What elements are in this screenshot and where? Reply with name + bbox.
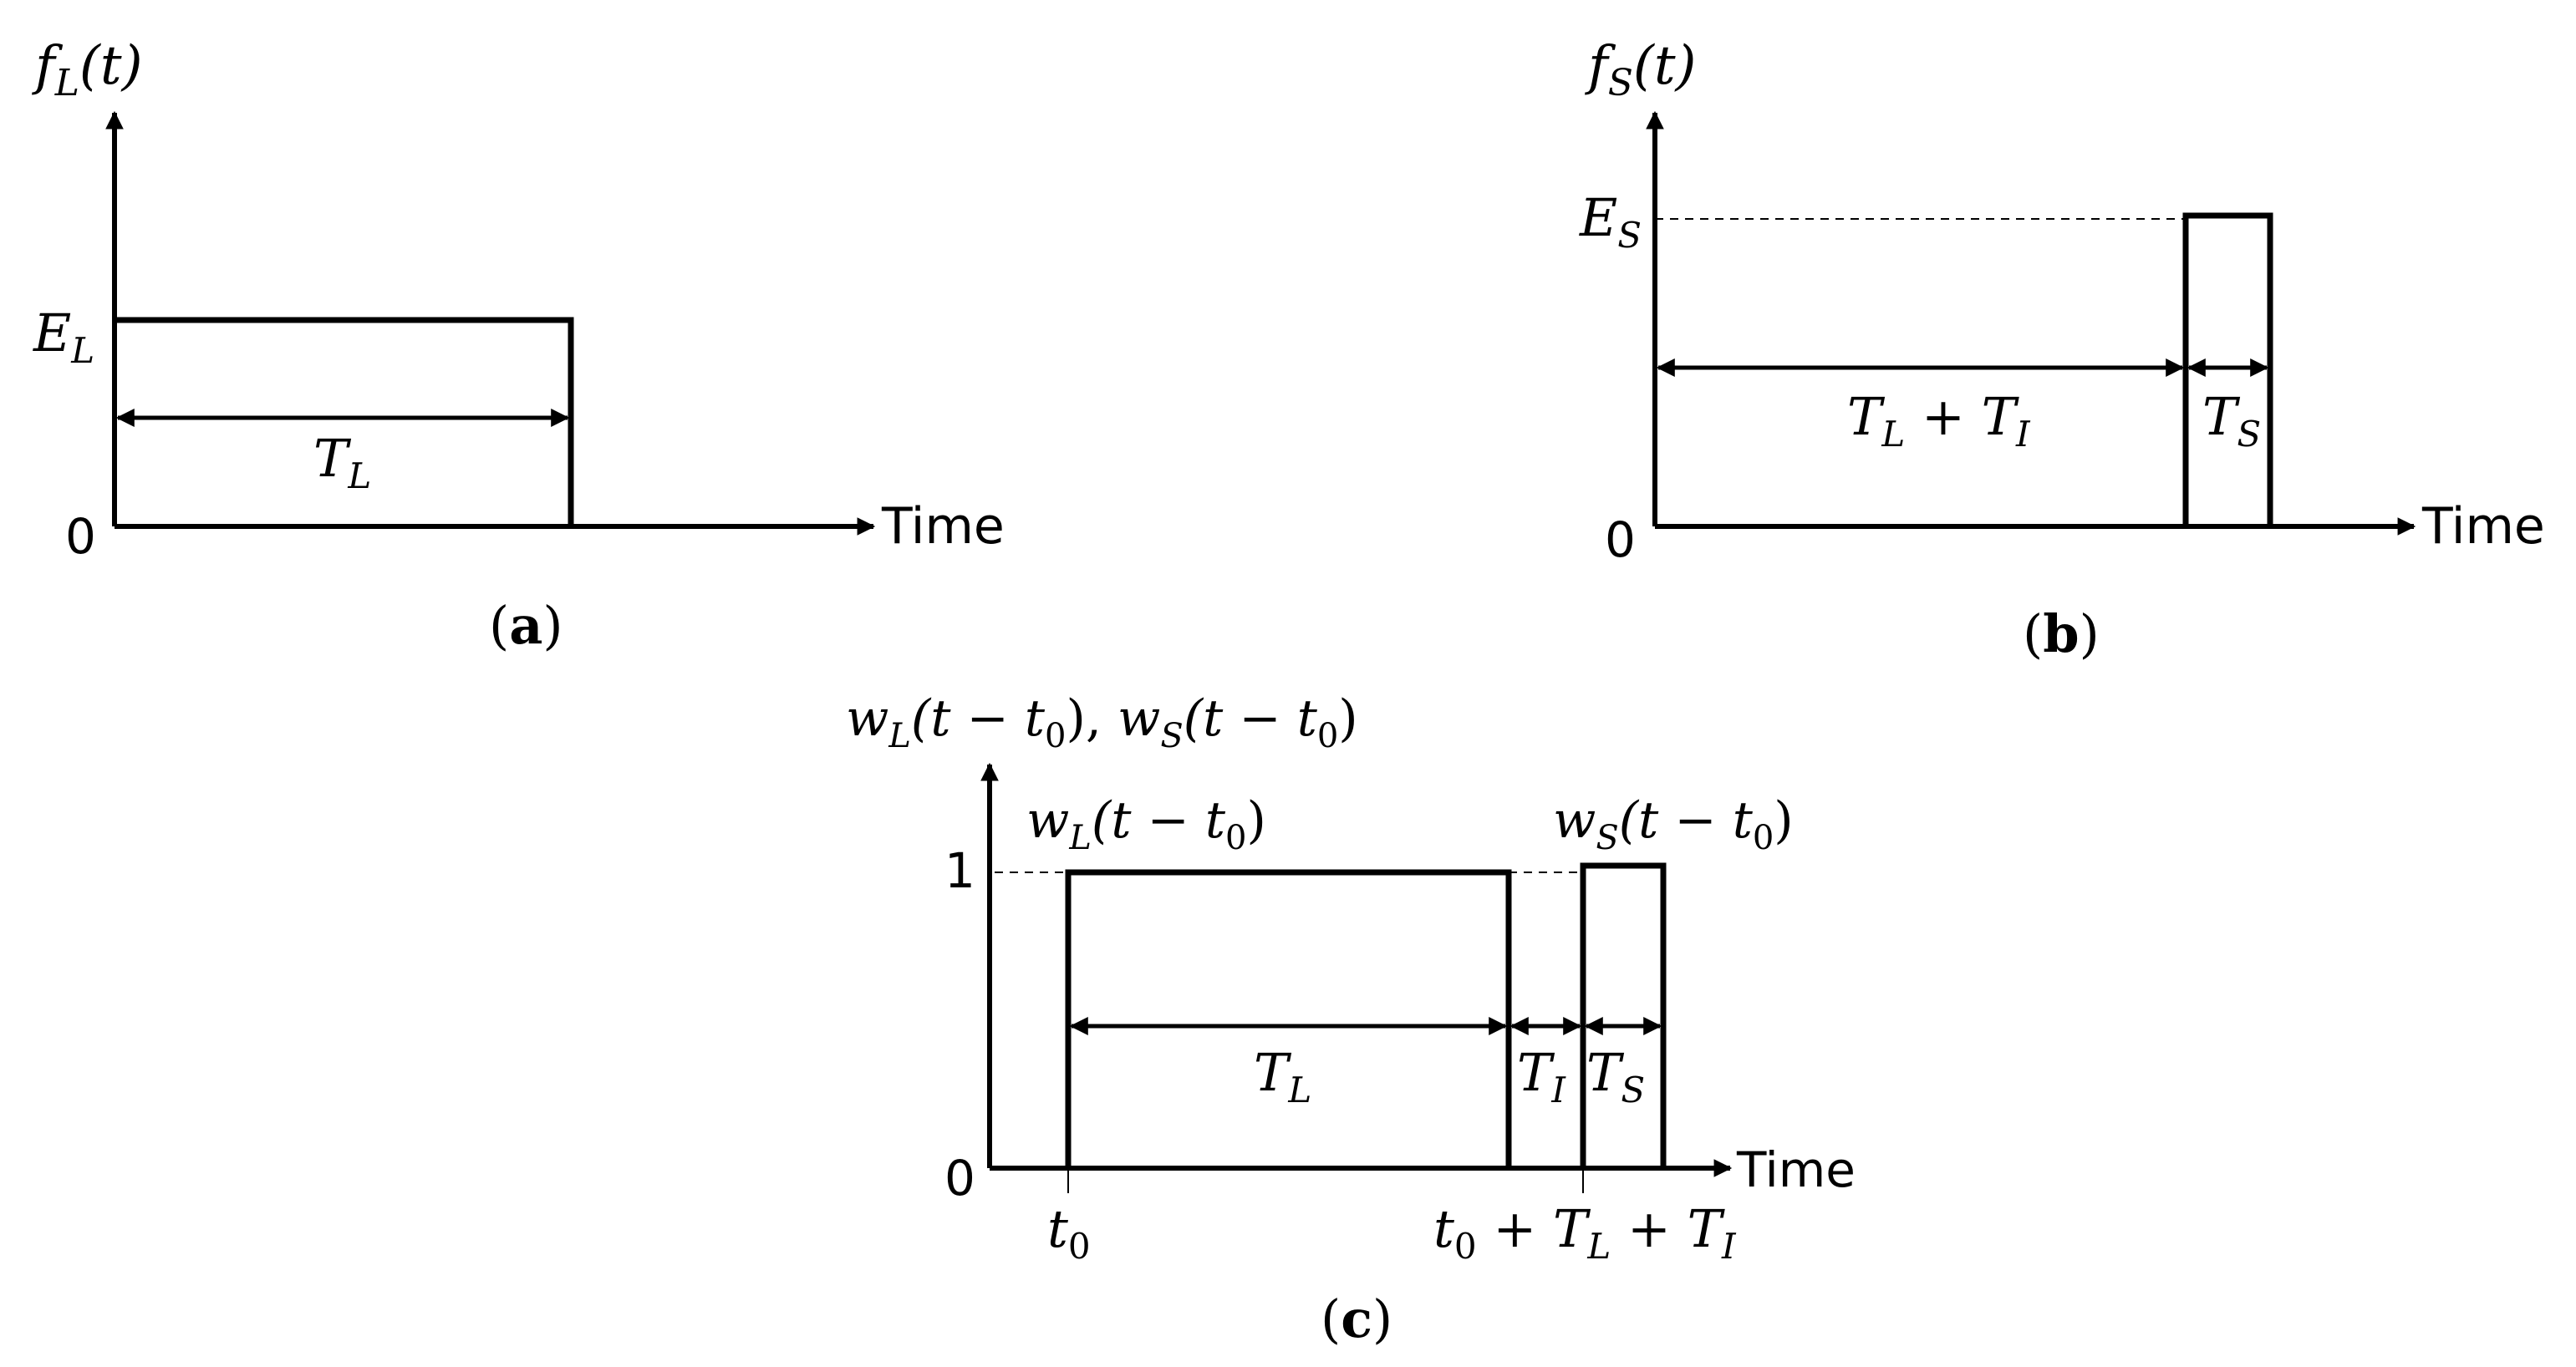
panel-a-width-label: TL [313,428,371,496]
panel-b-level-label: ES [1579,187,1642,256]
panel-c-long-window [1065,869,1512,1168]
panel-a: fL(t) EL 0 Time TL (a) [32,35,1005,656]
panel-a-caption: (a) [489,595,563,656]
panel-b-width-label: TS [2202,386,2261,455]
panel-c-long-window-label: wL(t − t0) [1026,791,1266,857]
panel-c-y-label: wL(t − t0), wS(t − t0) [846,689,1358,755]
panel-c-interval-label: TI [1517,1042,1566,1110]
panel-b-delay-label: TL + TI [1847,386,2031,455]
panel-b: fS(t) ES 0 Time TL + TI TS (b) [1579,35,2545,664]
panel-c-zero-label: 0 [944,1150,975,1207]
panel-b-caption: (b) [2023,603,2100,664]
panel-b-zero-label: 0 [1605,511,1636,568]
panel-a-y-label: fL(t) [32,35,143,104]
panel-a-long-pulse [115,317,574,526]
panel-a-time-label: Time [881,497,1005,556]
panel-c-short-window-label: wS(t − t0) [1553,791,1794,857]
panel-c-long-width-label: TL [1254,1042,1311,1110]
panel-c-short-width-label: TS [1586,1042,1645,1110]
panel-c-level-label: 1 [944,842,975,899]
panel-a-level-label: EL [33,302,94,371]
panel-b-time-label: Time [2421,497,2545,556]
panel-b-y-label: fS(t) [1585,35,1697,104]
panel-c-time-label: Time [1736,1141,1856,1198]
panel-c: wL(t − t0), wS(t − t0) wL(t − t0) wS(t −… [846,689,1856,1349]
panel-c-t0-label: t0 [1047,1198,1091,1267]
panel-a-zero-label: 0 [65,508,96,565]
panel-b-short-pulse [2182,212,2273,526]
panel-c-short-window [1580,862,1667,1168]
panel-c-t-end-label: t0 + TL + TI [1433,1198,1737,1267]
panel-c-caption: (c) [1321,1288,1392,1349]
